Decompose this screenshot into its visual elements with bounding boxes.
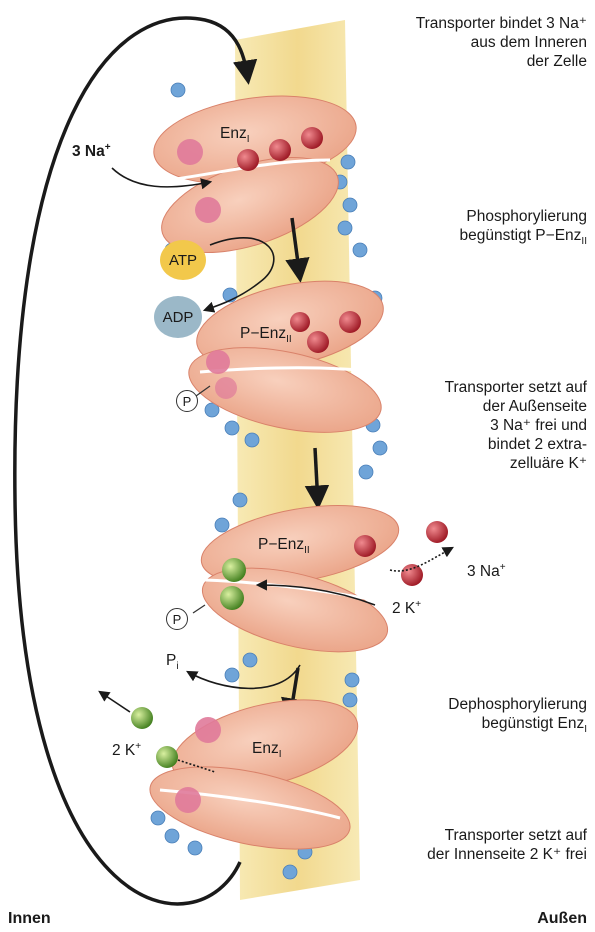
caption-step-5: Transporter setzt auf der Innenseite 2 K… <box>427 826 587 864</box>
k-ion <box>156 746 178 768</box>
k-ion <box>222 558 246 582</box>
caption-line: der Zelle <box>416 52 587 71</box>
caption-line: der Innenseite 2 K⁺ frei <box>427 845 587 864</box>
phosphate-marker: P <box>166 608 188 630</box>
na-ion <box>401 564 423 586</box>
inside-label: Innen <box>8 910 51 928</box>
na-inside-label: 3 Na+ <box>72 143 111 161</box>
caption-step-1: Transporter bindet 3 Na⁺ aus dem Inneren… <box>416 14 587 71</box>
enzyme-state-3 <box>193 492 448 668</box>
k-ion <box>220 586 244 610</box>
caption-line: Dephosphorylierung <box>448 695 587 714</box>
na-ion <box>307 331 329 353</box>
na-ion <box>237 149 259 171</box>
na-outside-label: 3 Na+ <box>467 563 506 581</box>
outside-label: Außen <box>537 910 587 928</box>
na-ion <box>339 311 361 333</box>
caption-line: zelluäre K⁺ <box>445 454 587 473</box>
caption-line: 3 Na⁺ frei und <box>445 416 587 435</box>
caption-line: Transporter setzt auf <box>427 826 587 845</box>
enz1-bottom-label: EnzI <box>252 740 282 758</box>
k-exit-arrow <box>100 692 130 712</box>
caption-line: der Außenseite <box>445 397 587 416</box>
phosphate-marker: P <box>176 390 198 412</box>
k-inside-label: 2 K+ <box>112 742 141 760</box>
penz2-label-1: P−EnzII <box>240 325 292 343</box>
enz1-top-label: EnzI <box>220 125 250 143</box>
atp-label: ATP <box>169 252 197 269</box>
na-ion <box>290 312 310 332</box>
na-ion <box>301 127 323 149</box>
caption-line: Phosphorylierung <box>459 207 587 226</box>
k-outside-label: 2 K+ <box>392 600 421 618</box>
caption-step-4: Dephosphorylierung begünstigt EnzI <box>448 695 587 733</box>
na-ion <box>269 139 291 161</box>
caption-line: Transporter bindet 3 Na⁺ <box>416 14 587 33</box>
caption-line: begünstigt P−EnzII <box>459 226 587 245</box>
na-ion <box>354 535 376 557</box>
adp-label: ADP <box>163 309 194 326</box>
caption-line: begünstigt EnzI <box>448 714 587 733</box>
penz2-label-2: P−EnzII <box>258 536 310 554</box>
enzyme-state-2 <box>181 266 391 447</box>
caption-line: bindet 2 extra- <box>445 435 587 454</box>
adp-molecule: ADP <box>154 296 202 338</box>
atp-molecule: ATP <box>160 240 206 280</box>
na-ion <box>426 521 448 543</box>
caption-line: Transporter setzt auf <box>445 378 587 397</box>
caption-step-3: Transporter setzt auf der Außenseite 3 N… <box>445 378 587 473</box>
na-exit-arrow <box>390 548 452 571</box>
pi-label: Pi <box>166 652 179 670</box>
k-ion <box>131 707 153 729</box>
caption-line: aus dem Inneren <box>416 33 587 52</box>
caption-step-2: Phosphorylierung begünstigt P−EnzII <box>459 207 587 245</box>
